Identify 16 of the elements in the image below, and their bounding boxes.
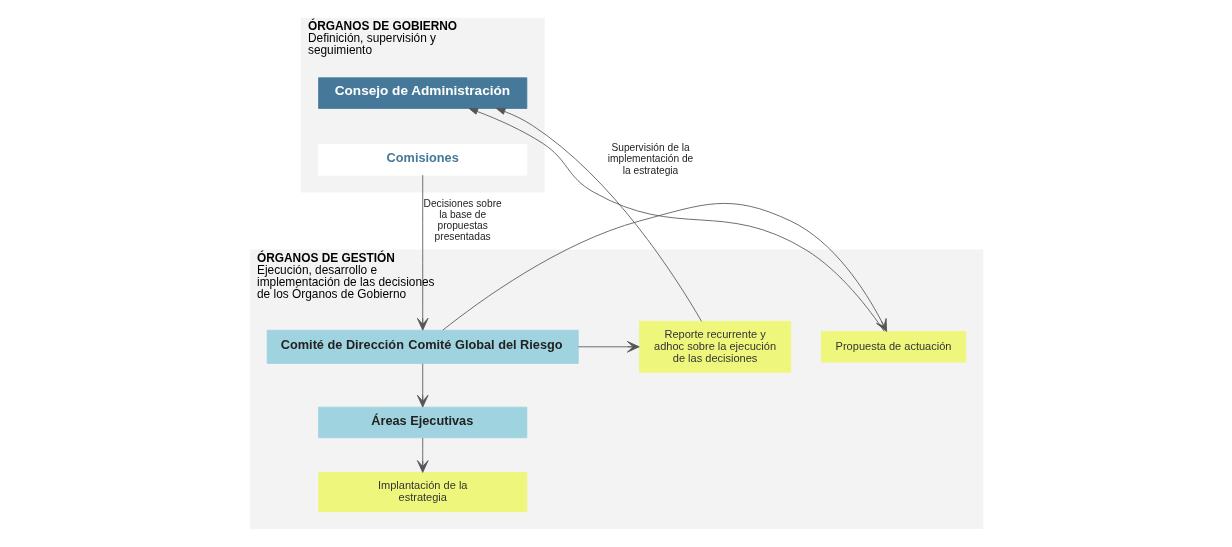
arrow <box>577 341 640 353</box>
node-box: Consejo de Administración <box>317 77 527 109</box>
arrow <box>416 174 428 331</box>
arrow <box>468 108 885 332</box>
arrow <box>416 363 428 408</box>
node-box: Propuesta de actuación <box>820 331 966 363</box>
node-box: Áreas Ejecutivas <box>317 406 527 439</box>
node-box: Reporte recurrente y adhoc sobre la ejecución de las decisiones <box>638 320 791 373</box>
node-box: Comité de Dirección Comité Global del Riesgo <box>266 329 579 364</box>
arrow <box>441 203 887 332</box>
edge-label: Decisiones sobre la base de propuestas presentadas <box>423 198 502 243</box>
node-box: Implantación de la estrategia <box>317 472 527 513</box>
node-box: Comisiones <box>317 144 527 176</box>
arrow <box>416 437 428 473</box>
arrow <box>495 108 702 322</box>
edge-label: Supervisión de la implementación de la estrategia <box>607 142 693 176</box>
